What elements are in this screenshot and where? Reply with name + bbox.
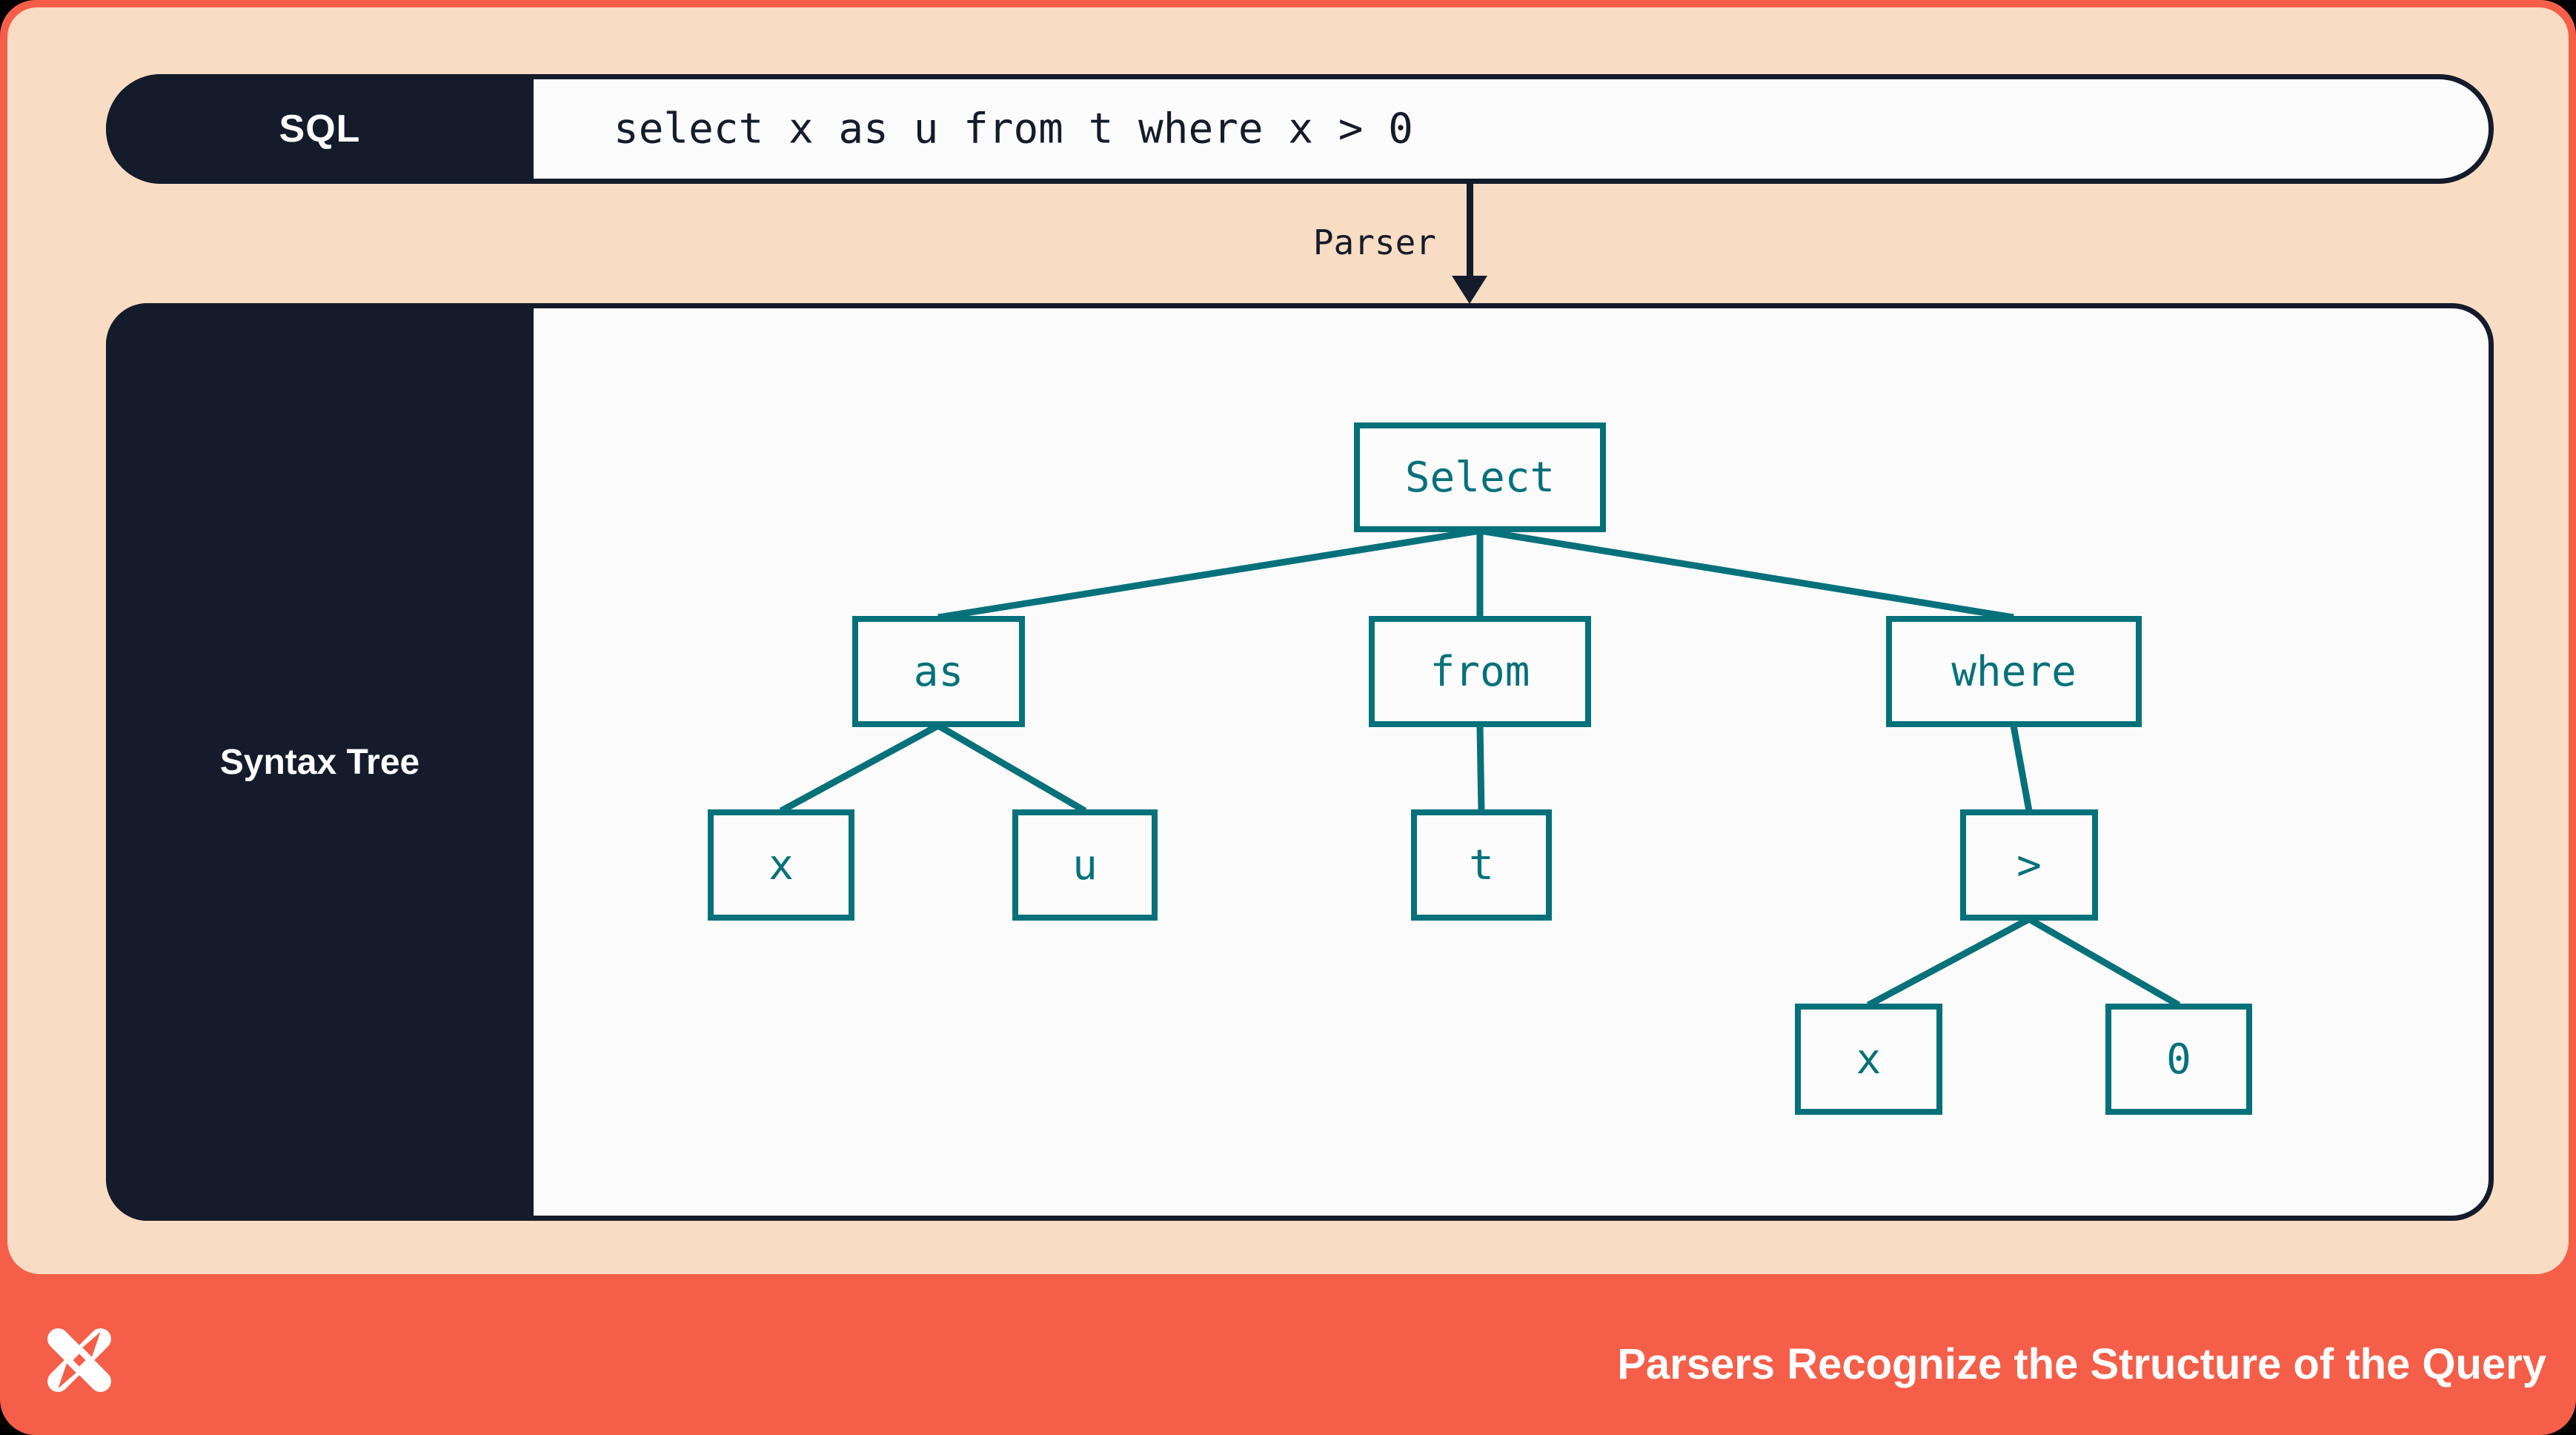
parser-arrow-line [1467,184,1473,279]
tree-node-x-operand: x [1795,1004,1942,1115]
syntax-tree-label: Syntax Tree [219,742,420,782]
syntax-tree-label-section: Syntax Tree [106,303,534,1221]
parser-label: Parser [1312,222,1436,262]
sql-bar-label: SQL [279,107,361,150]
sql-bar: SQL select x as u from t where x > 0 [106,74,2494,184]
tree-node-u: u [1012,809,1158,921]
tree-node-from: from [1369,616,1591,727]
tree-node-select: Select [1354,422,1606,532]
sql-query-text: select x as u from t where x > 0 [614,105,1413,153]
syntax-tree-panel: Syntax Tree [106,303,2494,1221]
dolt-pinwheel-logo-icon [47,1328,111,1392]
tree-node-zero: 0 [2105,1004,2252,1115]
tree-node-greater-than: > [1960,809,2098,921]
sql-bar-label-section: SQL [106,74,534,184]
footer-caption: Parsers Recognize the Structure of the Q… [1617,1340,2546,1388]
tree-node-where: where [1886,616,2142,727]
down-arrow-icon [1452,276,1487,304]
tree-node-x-alias: x [708,809,854,921]
tree-node-t: t [1411,809,1552,921]
tree-node-as: as [852,616,1025,727]
